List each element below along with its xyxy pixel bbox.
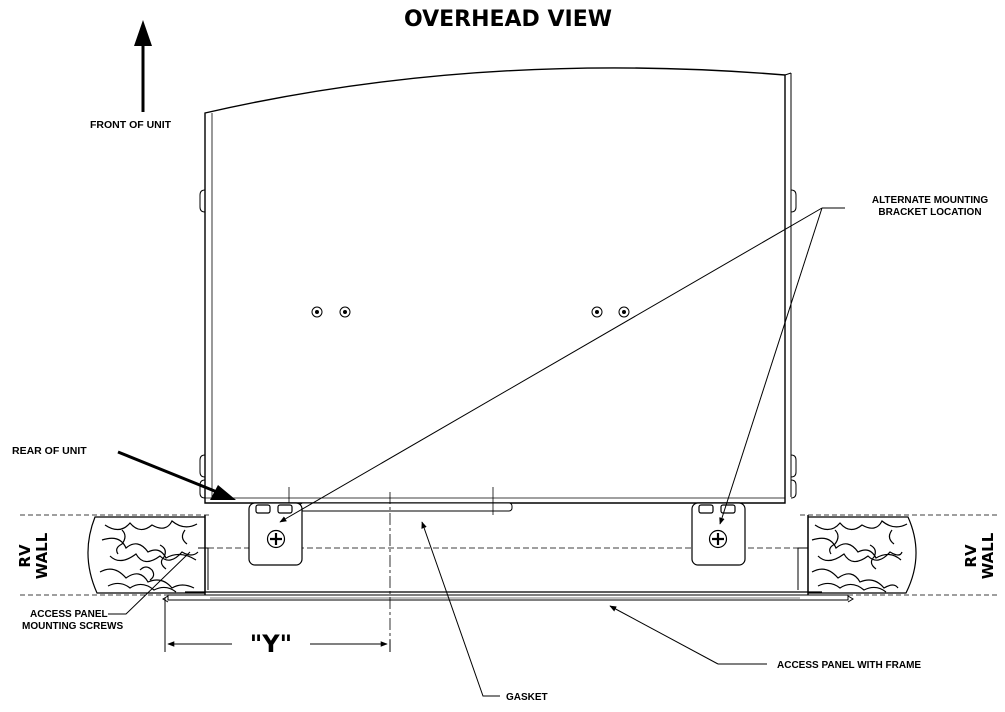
alternate-bracket-location-label: BRACKET LOCATION <box>878 207 981 218</box>
fastener-holes <box>311 306 630 318</box>
front-of-unit-label: FRONT OF UNIT <box>90 119 172 131</box>
screws-label-line1: ACCESS PANEL <box>30 609 108 620</box>
mounting-bracket-right <box>691 502 746 566</box>
rv-wall-left-label: RV WALL <box>16 532 51 579</box>
rv-wall-left-section <box>87 515 206 595</box>
mounting-bracket-left <box>248 502 303 566</box>
access-panel-arrow-icon <box>609 605 719 665</box>
alternate-mounting-label: ALTERNATE MOUNTING <box>872 195 989 206</box>
page-title: OVERHEAD VIEW <box>404 7 612 32</box>
svg-text:RV: RV <box>962 544 980 568</box>
screws-leader <box>108 551 191 615</box>
access-panel-label: ACCESS PANEL WITH FRAME <box>777 660 921 671</box>
svg-text:WALL: WALL <box>979 532 997 579</box>
rear-arrow-icon <box>117 450 236 500</box>
rv-wall-right-label: RV WALL <box>962 532 997 579</box>
unit-body <box>199 67 797 504</box>
alternate-leaders <box>279 207 845 525</box>
rear-of-unit-label: REAR OF UNIT <box>12 445 87 457</box>
screws-label-line2: MOUNTING SCREWS <box>22 621 123 632</box>
svg-text:RV: RV <box>16 544 34 568</box>
rv-wall-right-section <box>807 515 917 595</box>
dimension-y-label: "Y" <box>250 630 292 658</box>
dimension-y-label-bg <box>232 627 310 657</box>
front-arrow-icon <box>134 20 152 112</box>
gasket-label: GASKET <box>506 692 548 703</box>
gasket-leader <box>421 521 500 697</box>
svg-text:WALL: WALL <box>33 532 51 579</box>
